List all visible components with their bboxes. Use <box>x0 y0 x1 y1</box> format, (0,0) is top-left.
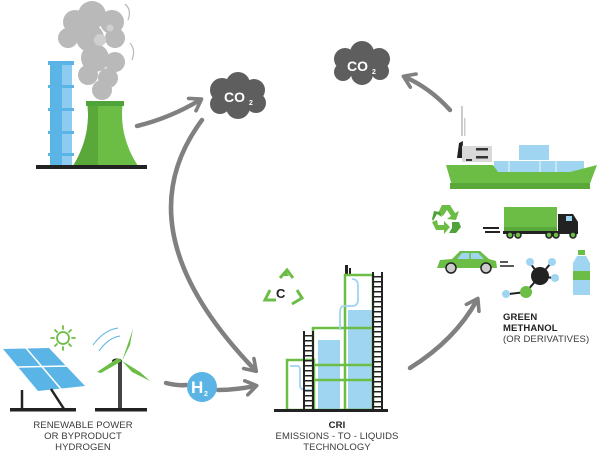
ladder-rung <box>372 321 383 323</box>
co2-cloud-right: CO 2 <box>334 41 390 85</box>
ladder-rung <box>372 366 383 368</box>
ladder-rung <box>372 336 383 338</box>
h2-sub: 2 <box>204 391 208 398</box>
ladder-rung <box>372 291 383 293</box>
cooling-tower <box>73 101 138 166</box>
ladder-rung <box>303 370 314 372</box>
methanol-label: GREEN METHANOL (OR DERIVATIVES) <box>503 312 600 345</box>
methanol-line2: METHANOL <box>503 323 558 334</box>
ladder-rung <box>372 326 383 328</box>
ladder-rung <box>303 405 314 407</box>
ladder-rung <box>372 296 383 298</box>
ladder-rung <box>372 406 383 408</box>
ladder-rung <box>372 286 383 288</box>
factory-icon <box>36 1 147 169</box>
methanol-line1: GREEN <box>503 312 538 323</box>
ladder-left <box>303 331 314 410</box>
molecule-icon <box>502 258 559 298</box>
ladder-rung <box>303 350 314 352</box>
ladder-rung <box>372 376 383 378</box>
renewable-label: RENEWABLE POWER OR BYPRODUCT HYDROGEN <box>8 420 158 453</box>
ladder-rung <box>303 340 314 342</box>
h2-text: H <box>191 378 203 397</box>
ladder-rung <box>303 380 314 382</box>
methanol-line3: (OR DERIVATIVES) <box>503 334 590 345</box>
smoke-icon <box>58 1 125 100</box>
cri-label: CRI EMISSIONS - TO - LIQUIDS TECHNOLOGY <box>262 420 412 453</box>
truck-icon <box>483 207 578 239</box>
ladder-rung <box>372 311 383 313</box>
sun-icon <box>50 325 76 351</box>
ladder-rung <box>372 346 383 348</box>
ladder-rung <box>372 401 383 403</box>
cri-line2: TECHNOLOGY <box>303 442 371 453</box>
arrow-h2-to-cri <box>163 380 189 388</box>
ladder-rung <box>303 395 314 397</box>
ladder-rung <box>303 335 314 337</box>
arrow-h2-out <box>215 379 259 397</box>
ladder-rung <box>372 391 383 393</box>
co2-cloud-left: CO 2 <box>210 72 266 119</box>
arrow-cri-to-products <box>407 296 481 371</box>
renewable-line3: HYDROGEN <box>55 442 111 453</box>
ladder-rung <box>372 356 383 358</box>
car-icon <box>437 251 514 274</box>
plant-icon <box>274 265 388 412</box>
ladder-rung <box>303 400 314 402</box>
ladder-rung <box>372 396 383 398</box>
ladder-rung <box>372 386 383 388</box>
co2-right-text: CO <box>347 58 368 74</box>
ladder-rung <box>372 301 383 303</box>
ladder-rung <box>372 281 383 283</box>
co2-left-text: CO <box>224 89 245 105</box>
co2-left-sub: 2 <box>249 100 253 107</box>
ladder-rung <box>372 361 383 363</box>
ladder-rung <box>372 331 383 333</box>
ladder-right <box>372 272 383 410</box>
ladder-rung <box>372 316 383 318</box>
ladder-rung <box>372 371 383 373</box>
ladder-rung <box>303 365 314 367</box>
ladder-rung <box>372 306 383 308</box>
ladder-rung <box>303 345 314 347</box>
ladder-rung <box>303 360 314 362</box>
arrow-co2-to-cri <box>168 117 259 374</box>
ladder-rung <box>372 276 383 278</box>
arrows <box>134 72 481 397</box>
ship-icon <box>446 106 597 189</box>
ladder-rung <box>303 375 314 377</box>
ladder-rung <box>303 355 314 357</box>
renewable-line1: RENEWABLE POWER <box>33 420 133 431</box>
hydrogen-circle: H 2 <box>187 372 217 402</box>
ladder-rung <box>303 385 314 387</box>
bottle-icon <box>573 250 590 295</box>
ladder-rung <box>372 381 383 383</box>
ladder-rung <box>303 390 314 392</box>
co2-right-sub: 2 <box>372 69 376 76</box>
cri-title: CRI <box>328 420 346 431</box>
arrow-factory-to-co2 <box>134 96 204 129</box>
arrow-ship-to-co2 <box>401 72 453 113</box>
ladder-rung <box>372 351 383 353</box>
chimney <box>48 61 74 167</box>
cri-line1: EMISSIONS - TO - LIQUIDS <box>275 431 399 442</box>
wind-turbine-icon <box>92 327 150 412</box>
ladder-rung <box>372 341 383 343</box>
solar-panel-icon <box>3 347 85 412</box>
renewable-line2: OR BYPRODUCT <box>44 431 122 442</box>
carbon-text: C <box>276 286 286 301</box>
recycle-icon <box>432 205 461 234</box>
carbon-recycle-icon: C <box>262 267 305 306</box>
